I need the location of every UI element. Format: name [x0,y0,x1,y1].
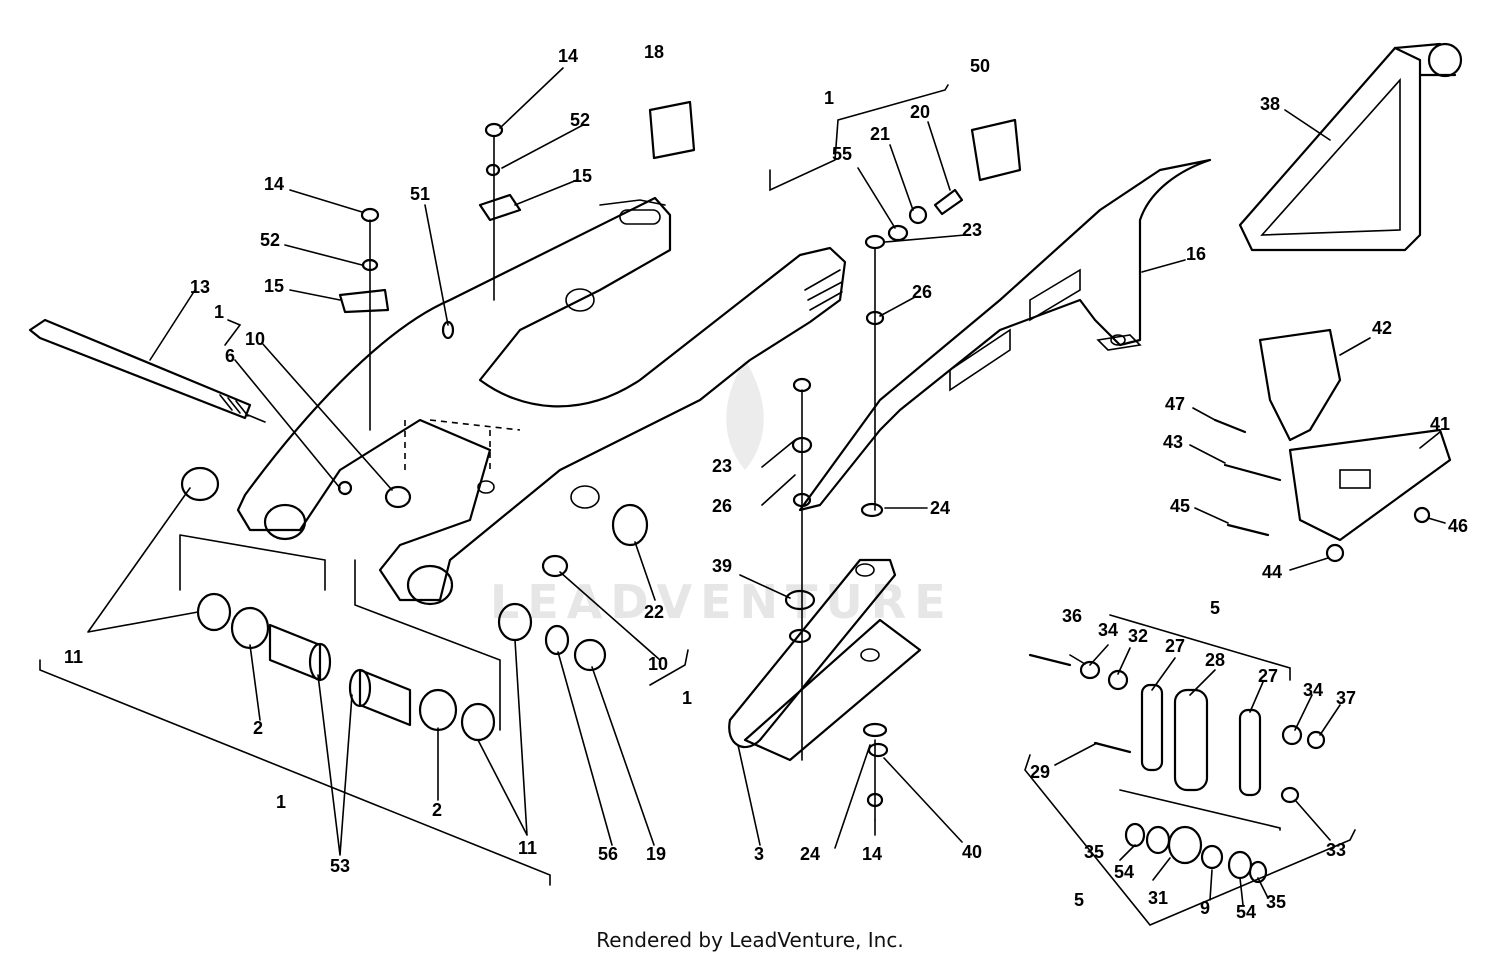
callout-10: 10 [245,329,265,349]
callout-52: 52 [570,110,590,130]
hardware [39,67,1446,926]
callout-2: 2 [253,718,263,738]
callout-56: 56 [598,844,618,864]
callout-14: 14 [558,46,578,66]
callout-36: 36 [1062,606,1082,626]
callout-18: 18 [644,42,664,62]
callout-1: 1 [276,792,286,812]
callout-16: 16 [1186,244,1206,264]
callout-1: 1 [824,88,834,108]
callout-44: 44 [1262,562,1282,582]
callout-5: 5 [1074,890,1084,910]
callout-6: 6 [225,346,235,366]
callout-11: 11 [518,838,537,858]
callout-54: 54 [1236,902,1256,922]
callout-1: 1 [214,302,224,322]
callout-15: 15 [264,276,284,296]
callout-26: 26 [712,496,732,516]
callout-23: 23 [712,456,732,476]
callout-24: 24 [800,844,820,864]
callout-40: 40 [962,842,982,862]
callout-38: 38 [1260,94,1280,114]
callout-27: 27 [1165,636,1185,656]
callout-22: 22 [644,602,664,622]
callout-45: 45 [1170,496,1190,516]
callout-28: 28 [1205,650,1225,670]
callout-54: 54 [1114,862,1134,882]
callout-46: 46 [1448,516,1468,536]
callout-29: 29 [1030,762,1050,782]
callout-13: 13 [190,277,210,297]
callout-26: 26 [912,282,932,302]
callout-35: 35 [1084,842,1104,862]
swingarm[interactable] [236,196,847,606]
callout-51: 51 [410,184,430,204]
callout-14: 14 [862,844,882,864]
callout-41: 41 [1430,414,1450,434]
callout-34: 34 [1098,620,1118,640]
callout-9: 9 [1200,898,1210,918]
callout-32: 32 [1128,626,1148,646]
callout-2: 2 [432,800,442,820]
callout-34: 34 [1303,680,1323,700]
callout-23: 23 [962,220,982,240]
chain-guide[interactable] [728,558,922,762]
callout-14: 14 [264,174,284,194]
callout-37: 37 [1336,688,1356,708]
footer-credit: Rendered by LeadVenture, Inc. [596,928,904,952]
callout-42: 42 [1372,318,1392,338]
callout-31: 31 [1148,888,1168,908]
axle[interactable] [28,318,266,423]
callout-53: 53 [330,856,350,876]
callout-19: 19 [646,844,666,864]
callout-39: 39 [712,556,732,576]
callout-27: 27 [1258,666,1278,686]
callout-43: 43 [1163,432,1183,452]
callout-10: 10 [648,654,668,674]
callout-35: 35 [1266,892,1286,912]
watermark: LEADVENTURE [490,360,954,629]
callout-52: 52 [260,230,280,250]
callout-24: 24 [930,498,950,518]
callout-20: 20 [910,102,930,122]
callout-11: 11 [64,647,83,667]
callout-47: 47 [1165,394,1185,414]
stand[interactable] [1238,42,1463,252]
callout-1: 1 [682,688,692,708]
callout-33: 33 [1326,840,1346,860]
watermark-text: LEADVENTURE [490,575,954,629]
callout-50: 50 [970,56,990,76]
chain-guard[interactable] [798,158,1212,512]
chain-adjuster[interactable] [1258,328,1452,542]
callout-5: 5 [1210,598,1220,618]
callout-55: 55 [832,144,852,164]
callout-21: 21 [870,124,890,144]
part-callouts: 14 18 52 15 14 51 52 15 13 1 6 10 1 55 2… [64,42,1468,922]
callout-3: 3 [754,844,764,864]
callout-15: 15 [572,166,592,186]
